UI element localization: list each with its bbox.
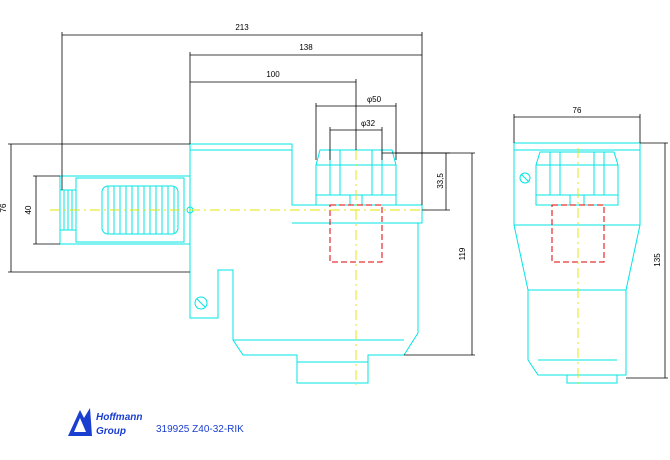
body-outline	[189, 143, 423, 384]
dim-213: 213	[235, 23, 249, 32]
front-screw-circle	[519, 172, 531, 184]
side-view: 213 138 100 φ50 φ32 33,5 119 76	[0, 23, 475, 385]
screw-slot	[196, 298, 206, 308]
dim-40: 40	[24, 205, 33, 214]
dim-119: 119	[458, 247, 467, 260]
dim-76-left: 76	[0, 203, 8, 212]
front-body-outline	[513, 142, 641, 384]
dim-135: 135	[653, 253, 662, 267]
part-number: 319925 Z40-32-RIK	[156, 424, 244, 435]
dim-100: 100	[266, 70, 280, 79]
collet-nut-front	[535, 151, 619, 206]
hoffmann-logo: Hoffmann Group	[68, 408, 142, 437]
hidden-bore-side	[329, 204, 383, 263]
dim-dia-50: φ50	[367, 95, 382, 104]
logo-line2: Group	[96, 426, 126, 437]
screw-circle	[194, 296, 208, 310]
dim-76-right: 76	[573, 106, 582, 115]
dim-138: 138	[299, 43, 313, 52]
front-view: 76 135	[513, 106, 668, 385]
dim-dia-32: φ32	[361, 119, 376, 128]
dim-33-5: 33,5	[436, 173, 445, 189]
logo-line1: Hoffmann	[96, 412, 142, 423]
